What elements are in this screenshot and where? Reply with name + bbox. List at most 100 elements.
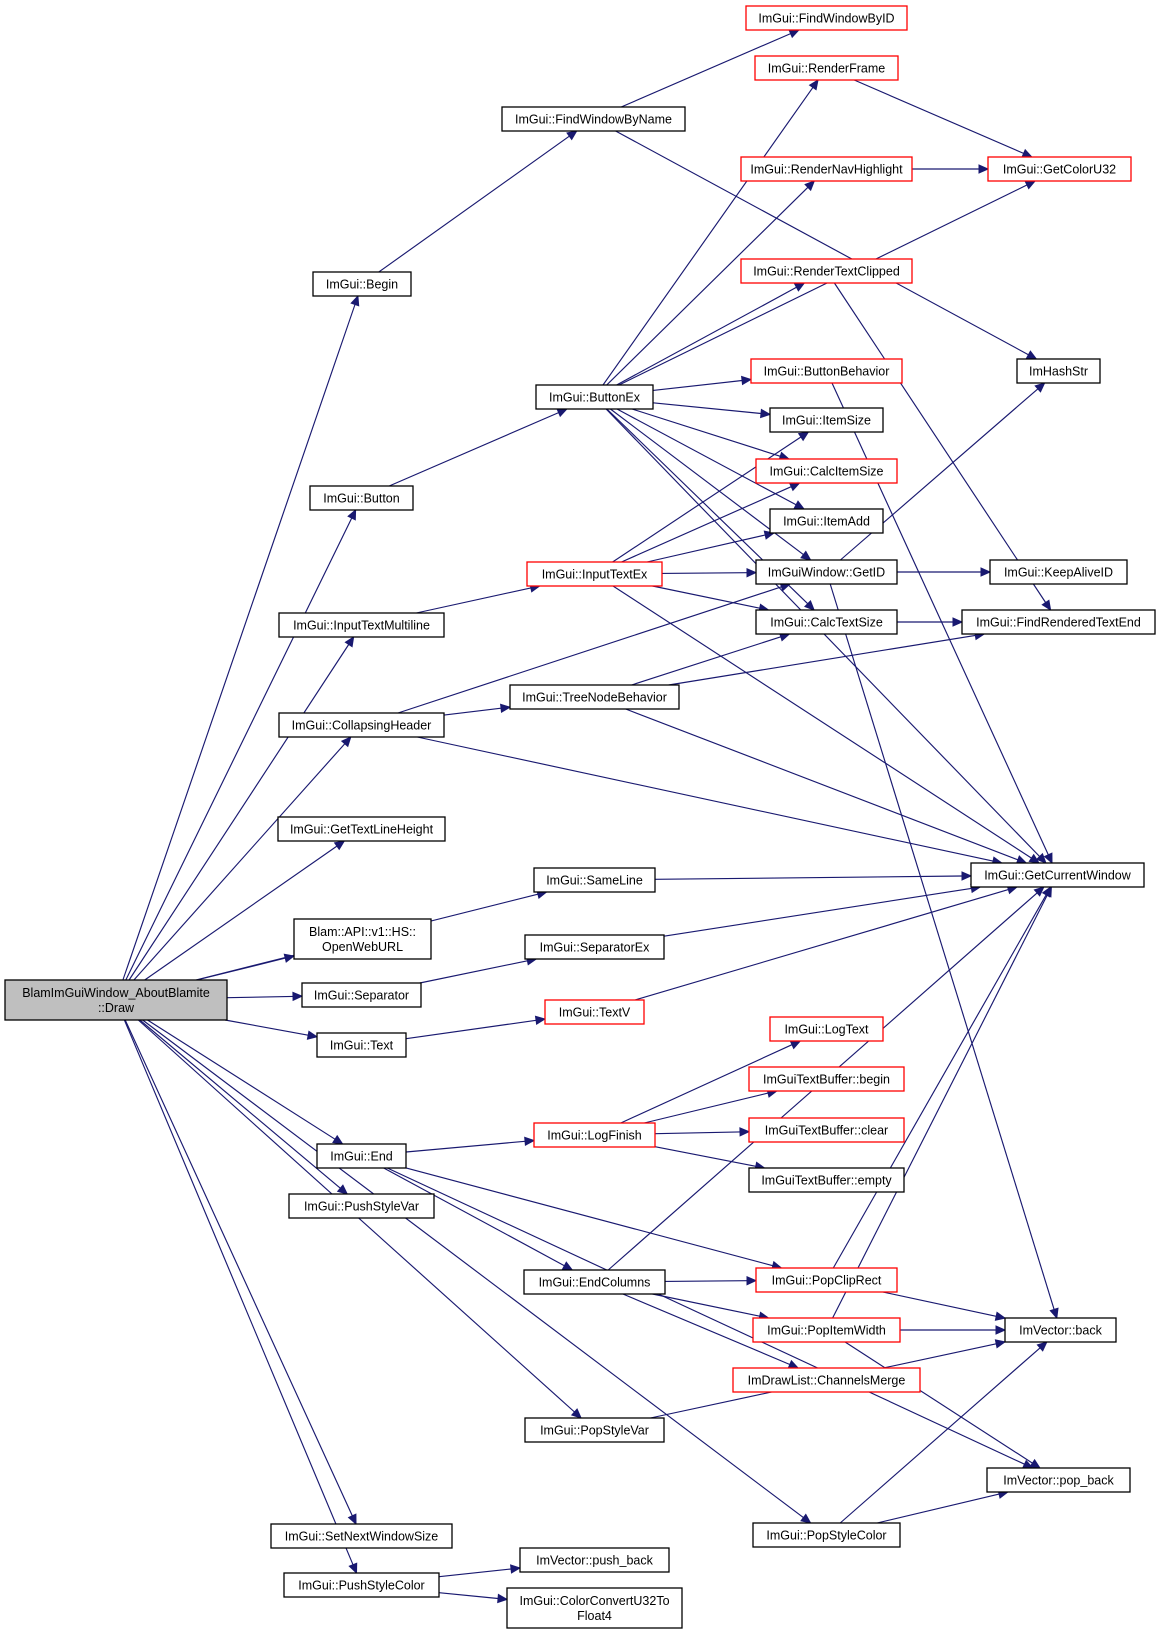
node-box-itemadd[interactable] [769, 508, 884, 534]
node-root[interactable]: BlamImGuiWindow_AboutBlamite::Draw [4, 979, 228, 1021]
node-box-setnextwindowsize[interactable] [270, 1523, 453, 1549]
node-treenodebehavior[interactable]: ImGui::TreeNodeBehavior [509, 684, 680, 710]
node-box-textv[interactable] [544, 999, 645, 1025]
node-box-renderframe[interactable] [754, 55, 899, 81]
node-box-buttonex[interactable] [535, 384, 654, 410]
node-buttonbehavior[interactable]: ImGui::ButtonBehavior [750, 358, 903, 384]
node-collapsingheader[interactable]: ImGui::CollapsingHeader [278, 712, 445, 738]
node-box-treenodebehavior[interactable] [509, 684, 680, 710]
node-endcolumns[interactable]: ImGui::EndColumns [523, 1269, 666, 1295]
node-box-rendertextclipped[interactable] [740, 258, 913, 284]
node-buttonex[interactable]: ImGui::ButtonEx [535, 384, 654, 410]
node-box-gettextlineheight[interactable] [277, 816, 446, 842]
node-openweburl[interactable]: Blam::API::v1::HS::OpenWebURL [293, 918, 432, 960]
node-box-keepaliveid[interactable] [989, 559, 1128, 585]
node-box-popstylecolor[interactable] [752, 1522, 901, 1548]
node-box-inputtextex[interactable] [526, 561, 663, 587]
node-rendertextclipped[interactable]: ImGui::RenderTextClipped [740, 258, 913, 284]
node-box-popcliprect[interactable] [755, 1267, 898, 1293]
node-begin[interactable]: ImGui::Begin [312, 271, 412, 297]
node-popitemwidth[interactable]: ImGui::PopItemWidth [752, 1317, 901, 1343]
node-channelsmerge[interactable]: ImDrawList::ChannelsMerge [732, 1367, 921, 1393]
node-getid[interactable]: ImGuiWindow::GetID [755, 559, 898, 585]
node-setnextwindowsize[interactable]: ImGui::SetNextWindowSize [270, 1523, 453, 1549]
node-renderframe[interactable]: ImGui::RenderFrame [754, 55, 899, 81]
node-box-vback[interactable] [1004, 1317, 1117, 1343]
node-findwindowbyid[interactable]: ImGui::FindWindowByID [745, 5, 908, 31]
node-rendernavhighlight[interactable]: ImGui::RenderNavHighlight [740, 156, 913, 182]
node-box-sameline[interactable] [533, 867, 656, 893]
node-box-rendernavhighlight[interactable] [740, 156, 913, 182]
node-box-findwindowbyid[interactable] [745, 5, 908, 31]
node-box-tbempty[interactable] [748, 1167, 905, 1193]
node-itemadd[interactable]: ImGui::ItemAdd [769, 508, 884, 534]
node-popstylevar[interactable]: ImGui::PopStyleVar [524, 1417, 665, 1443]
node-box-root[interactable] [4, 979, 228, 1021]
node-box-pushstylecolor[interactable] [283, 1572, 440, 1598]
node-separator[interactable]: ImGui::Separator [301, 982, 422, 1008]
node-itemsize[interactable]: ImGui::ItemSize [769, 407, 884, 433]
node-box-endcolumns[interactable] [523, 1269, 666, 1295]
node-box-pushback[interactable] [519, 1547, 670, 1573]
node-box-end[interactable] [316, 1143, 407, 1169]
node-popstylecolor[interactable]: ImGui::PopStyleColor [752, 1522, 901, 1548]
node-box-channelsmerge[interactable] [732, 1367, 921, 1393]
node-gettextlineheight[interactable]: ImGui::GetTextLineHeight [277, 816, 446, 842]
node-box-tbbegin[interactable] [748, 1066, 905, 1092]
node-tbempty[interactable]: ImGuiTextBuffer::empty [748, 1167, 905, 1193]
node-findrenderedtextend[interactable]: ImGui::FindRenderedTextEnd [961, 609, 1156, 635]
node-logtext[interactable]: ImGui::LogText [769, 1016, 884, 1042]
node-box-tbclear[interactable] [748, 1117, 905, 1143]
node-box-popitemwidth[interactable] [752, 1317, 901, 1343]
node-vback[interactable]: ImVector::back [1004, 1317, 1117, 1343]
node-box-button[interactable] [309, 485, 414, 511]
node-box-getcurrentwindow[interactable] [970, 862, 1145, 888]
node-box-openweburl[interactable] [293, 918, 432, 960]
node-box-buttonbehavior[interactable] [750, 358, 903, 384]
node-inputtextex[interactable]: ImGui::InputTextEx [526, 561, 663, 587]
node-box-logfinish[interactable] [533, 1122, 656, 1148]
node-box-findwindowbyname[interactable] [501, 106, 686, 132]
node-text[interactable]: ImGui::Text [316, 1032, 407, 1058]
node-box-separatorex[interactable] [524, 934, 665, 960]
node-textv[interactable]: ImGui::TextV [544, 999, 645, 1025]
node-box-popstylevar[interactable] [524, 1417, 665, 1443]
node-box-getcoloru32[interactable] [987, 156, 1132, 182]
node-pushstylevar[interactable]: ImGui::PushStyleVar [288, 1193, 435, 1219]
node-box-calcitemsize[interactable] [755, 458, 898, 484]
node-box-logtext[interactable] [769, 1016, 884, 1042]
node-tbclear[interactable]: ImGuiTextBuffer::clear [748, 1117, 905, 1143]
node-inputtextmultiline[interactable]: ImGui::InputTextMultiline [278, 612, 445, 638]
node-logfinish[interactable]: ImGui::LogFinish [533, 1122, 656, 1148]
node-vpopback[interactable]: ImVector::pop_back [986, 1467, 1131, 1493]
node-box-getid[interactable] [755, 559, 898, 585]
node-pushstylecolor[interactable]: ImGui::PushStyleColor [283, 1572, 440, 1598]
node-box-itemsize[interactable] [769, 407, 884, 433]
node-box-vpopback[interactable] [986, 1467, 1131, 1493]
node-box-findrenderedtextend[interactable] [961, 609, 1156, 635]
node-button[interactable]: ImGui::Button [309, 485, 414, 511]
node-sameline[interactable]: ImGui::SameLine [533, 867, 656, 893]
node-box-separator[interactable] [301, 982, 422, 1008]
node-box-imhashstr[interactable] [1016, 358, 1101, 384]
node-box-begin[interactable] [312, 271, 412, 297]
node-box-calctextsize[interactable] [755, 609, 898, 635]
node-getcurrentwindow[interactable]: ImGui::GetCurrentWindow [970, 862, 1145, 888]
node-calcitemsize[interactable]: ImGui::CalcItemSize [755, 458, 898, 484]
node-box-colorconvert[interactable] [506, 1587, 683, 1629]
node-separatorex[interactable]: ImGui::SeparatorEx [524, 934, 665, 960]
node-tbbegin[interactable]: ImGuiTextBuffer::begin [748, 1066, 905, 1092]
node-box-collapsingheader[interactable] [278, 712, 445, 738]
node-popcliprect[interactable]: ImGui::PopClipRect [755, 1267, 898, 1293]
node-keepaliveid[interactable]: ImGui::KeepAliveID [989, 559, 1128, 585]
node-end[interactable]: ImGui::End [316, 1143, 407, 1169]
node-box-text[interactable] [316, 1032, 407, 1058]
node-calctextsize[interactable]: ImGui::CalcTextSize [755, 609, 898, 635]
node-getcoloru32[interactable]: ImGui::GetColorU32 [987, 156, 1132, 182]
node-pushback[interactable]: ImVector::push_back [519, 1547, 670, 1573]
node-box-pushstylevar[interactable] [288, 1193, 435, 1219]
node-box-inputtextmultiline[interactable] [278, 612, 445, 638]
node-imhashstr[interactable]: ImHashStr [1016, 358, 1101, 384]
node-findwindowbyname[interactable]: ImGui::FindWindowByName [501, 106, 686, 132]
